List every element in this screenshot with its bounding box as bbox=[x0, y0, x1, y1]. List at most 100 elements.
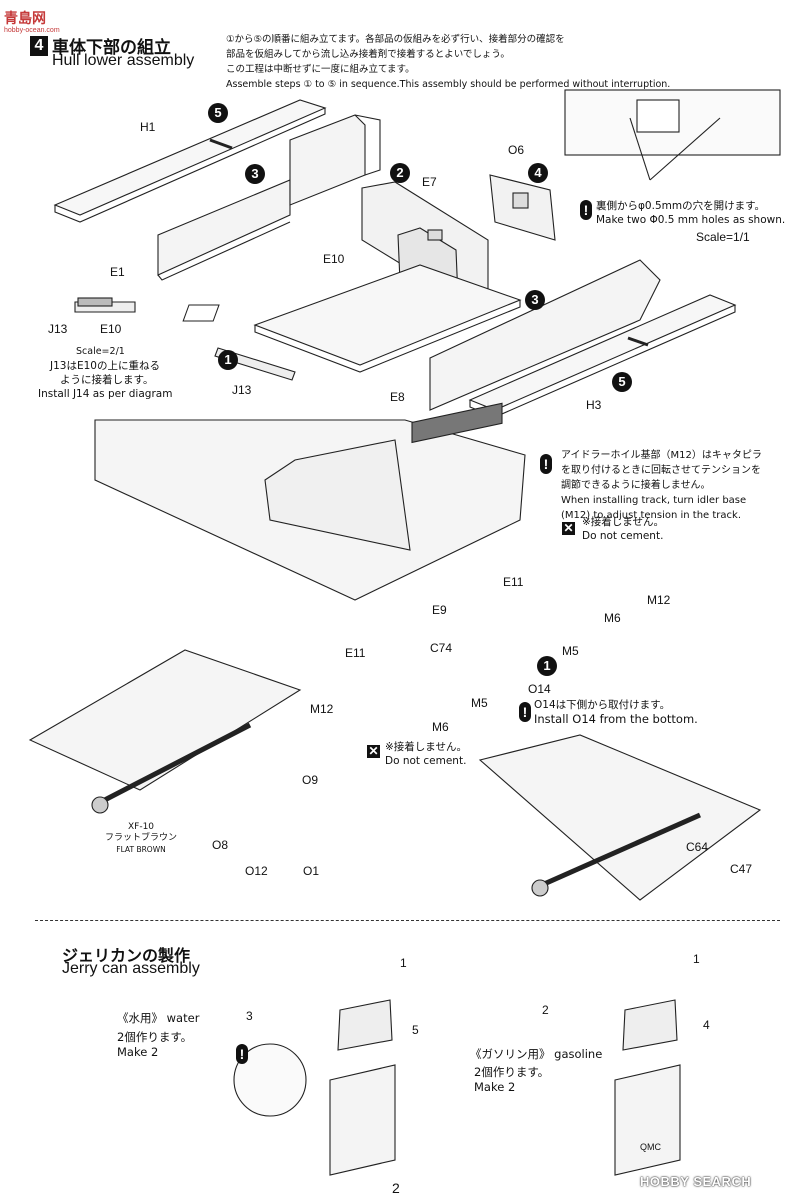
part-e8-drawing bbox=[429, 259, 661, 411]
part-e10-drawing bbox=[182, 264, 522, 373]
idler-note-jp-2: を取り付けるときに回転させてテンションを bbox=[561, 465, 761, 476]
no-cement-icon: ✕ bbox=[562, 521, 575, 535]
callout-water-1: 1 bbox=[400, 956, 407, 970]
label-m6: M6 bbox=[604, 611, 621, 625]
idler-note-jp-1: アイドラーホイル基部（M12）はキャタピラ bbox=[561, 450, 762, 461]
inset-jp-1: J13はE10の上に重ねる bbox=[50, 360, 160, 372]
hole-note: 裏側からφ0.5mmの穴を開けます。 Make two Φ0.5 mm hole… bbox=[596, 199, 785, 227]
idler-note-en-1: When installing track, turn idler base bbox=[561, 495, 747, 506]
part-h1-drawing bbox=[53, 99, 327, 223]
jerry-title-en: Jerry can assembly bbox=[62, 960, 200, 977]
hole-note-jp: 裏側からφ0.5mmの穴を開けます。 bbox=[596, 200, 766, 212]
callout-water-5: 5 bbox=[412, 1023, 419, 1037]
no-cement-note: ※接着しません。 Do not cement. bbox=[582, 515, 664, 543]
step-badge-3: 3 bbox=[525, 290, 545, 310]
label-e11: E11 bbox=[345, 646, 366, 660]
no-cement-note: ※接着しません。 Do not cement. bbox=[385, 740, 467, 768]
watermark-logo: 青島网 bbox=[4, 11, 46, 27]
no-cement-icon: ✕ bbox=[367, 744, 380, 758]
gas-make-jp: 2個作ります。 bbox=[474, 1065, 550, 1079]
o14-note-jp: O14は下側から取付けます。 bbox=[534, 699, 671, 711]
step-number-badge: 4 bbox=[30, 36, 48, 56]
hull-wall-drawing bbox=[289, 114, 381, 206]
watermark-site: hobby-ocean.com bbox=[4, 27, 60, 34]
note-line-4: Assemble steps ① to ⑤ in sequence.This a… bbox=[226, 79, 671, 90]
hole-diagram-drawing bbox=[564, 89, 781, 181]
caution-icon: ! bbox=[236, 1044, 248, 1064]
idler-note-en-2: (M12) to adjust tension in the track. bbox=[561, 510, 741, 521]
water-make: 2個作ります。 Make 2 bbox=[117, 1030, 192, 1060]
label-e8: E8 bbox=[390, 390, 405, 404]
jerry-can-water-drawing bbox=[233, 999, 396, 1176]
o14-note: O14は下側から取付けます。 Install O14 from the bott… bbox=[534, 698, 698, 726]
idler-note: アイドラーホイル基部（M12）はキャタピラ を取り付けるときに回転させてテンショ… bbox=[561, 448, 762, 523]
step-badge-1: 1 bbox=[218, 350, 238, 370]
callout-water-3: 3 bbox=[246, 1009, 253, 1023]
label-o6: O6 bbox=[508, 143, 525, 157]
paint-code: XF-10 bbox=[127, 822, 155, 832]
inset-j13-drawing bbox=[74, 297, 136, 313]
water-make-jp: 2個作ります。 bbox=[117, 1030, 193, 1044]
caution-icon: ! bbox=[519, 702, 531, 722]
step-badge-5: 5 bbox=[208, 103, 228, 123]
gas-label-jp: 《ガソリン用》 bbox=[470, 1047, 551, 1061]
step-badge-5: 5 bbox=[612, 372, 632, 392]
part-o6-drawing bbox=[489, 174, 556, 241]
water-label: 《水用》 water bbox=[117, 1010, 199, 1026]
hobby-search-brand: HOBBY SEARCH bbox=[640, 1174, 752, 1189]
label-o9: O9 bbox=[302, 773, 319, 787]
jerry-can-gasoline-drawing bbox=[614, 999, 681, 1176]
inset-en: Install J14 as per diagram bbox=[38, 388, 173, 400]
label-m12: M12 bbox=[647, 593, 671, 607]
label-e11: E11 bbox=[503, 575, 524, 589]
label-o8: O8 bbox=[212, 838, 229, 852]
jerry-title-jp: ジェリカンの製作 bbox=[62, 946, 191, 965]
can-marking: QMC bbox=[640, 1142, 661, 1152]
no-cement-jp: ※接着しません。 bbox=[582, 516, 664, 528]
label-c74: C74 bbox=[430, 641, 453, 655]
callout-gas-4: 4 bbox=[703, 1018, 710, 1032]
section-title-jp: 車体下部の組立 bbox=[52, 38, 171, 58]
inset-j13-note: Scale=2/1 J13はE10の上に重ねる ように接着します。 Instal… bbox=[38, 345, 172, 401]
caution-icon: ! bbox=[540, 454, 552, 474]
paint-name-en: FLAT BROWN bbox=[116, 845, 166, 854]
no-cement-en: Do not cement. bbox=[385, 755, 467, 767]
label-h3: H3 bbox=[586, 398, 602, 412]
gas-make: 2個作ります。 Make 2 bbox=[474, 1065, 549, 1095]
part-e1-drawing bbox=[157, 179, 291, 281]
label-m12: M12 bbox=[310, 702, 334, 716]
paint-name-jp: フラットブラウン bbox=[105, 833, 178, 843]
gas-label: 《ガソリン用》 gasoline bbox=[470, 1046, 602, 1062]
water-make-en: Make 2 bbox=[117, 1045, 159, 1059]
label-e10-inset: E10 bbox=[100, 322, 122, 336]
label-c64: C64 bbox=[686, 840, 709, 854]
gas-make-en: Make 2 bbox=[474, 1080, 516, 1094]
no-cement-en: Do not cement. bbox=[582, 530, 664, 542]
step-badge-1: 1 bbox=[537, 656, 557, 676]
gas-label-en: gasoline bbox=[554, 1047, 603, 1061]
water-label-jp: 《水用》 bbox=[117, 1011, 163, 1025]
label-o1: O1 bbox=[303, 864, 320, 878]
paint-callout: XF-10 フラットブラウン FLAT BROWN bbox=[105, 822, 177, 855]
label-o14: O14 bbox=[528, 682, 551, 696]
inset-jp-2: ように接着します。 bbox=[60, 374, 154, 386]
note-line-2: 部品を仮組みしてから流し込み接着剤で接着するとよいでしょう。 bbox=[226, 49, 510, 60]
hull-assembled-drawing bbox=[94, 402, 526, 601]
suspension-left-drawing bbox=[28, 649, 302, 814]
section-title-en: Hull lower assembly bbox=[52, 52, 195, 69]
label-j13-inset: J13 bbox=[48, 322, 68, 336]
callout-gas-2: 2 bbox=[542, 1003, 549, 1017]
hole-note-en: Make two Φ0.5 mm holes as shown. bbox=[596, 214, 786, 226]
scale-label: Scale=1/1 bbox=[696, 230, 750, 244]
inset-scale: Scale=2/1 bbox=[76, 346, 125, 357]
label-e10: E10 bbox=[323, 252, 345, 266]
no-cement-jp: ※接着しません。 bbox=[385, 741, 467, 753]
label-e1: E1 bbox=[110, 265, 125, 279]
label-e7: E7 bbox=[422, 175, 437, 189]
note-line-1: ①から⑤の順番に組み立てます。各部品の仮組みを必ず行い、接着部分の確認を bbox=[226, 34, 565, 45]
step-badge-3: 3 bbox=[245, 164, 265, 184]
label-m6: M6 bbox=[432, 720, 449, 734]
assembly-notes: ①から⑤の順番に組み立てます。各部品の仮組みを必ず行い、接着部分の確認を 部品を… bbox=[226, 32, 670, 92]
label-o12: O12 bbox=[245, 864, 268, 878]
water-label-en: water bbox=[166, 1011, 200, 1025]
